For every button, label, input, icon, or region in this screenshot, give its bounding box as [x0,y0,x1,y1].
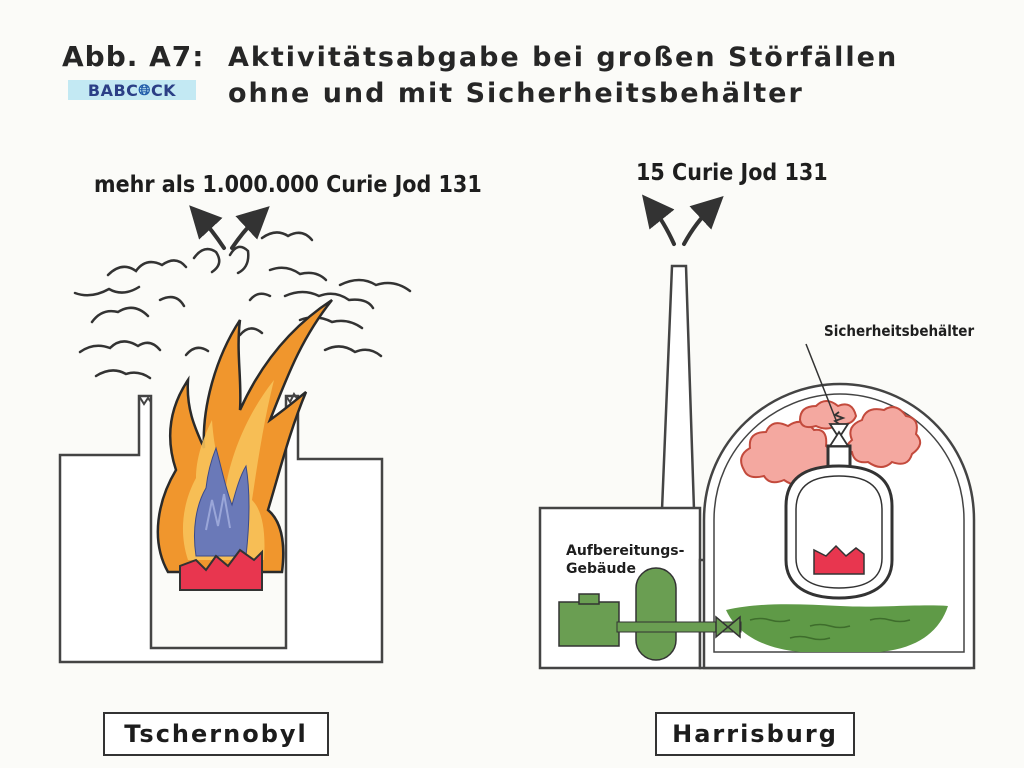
release-amount-left: mehr als 1.000.000 Curie Jod 131 [94,172,482,198]
containment-leader-line [805,343,837,421]
burning-fuel [179,548,263,591]
place-label-harrisburg: Harrisburg [655,712,855,756]
figure-number: Abb. A7: [62,40,205,73]
page-subtitle: ohne und mit Sicherheitsbehälter [228,78,804,109]
reactor-fire [156,298,333,574]
relief-valve-icon [828,411,850,447]
steam-clouds [740,400,922,486]
globe-icon: 🌐︎ [138,81,151,99]
release-amount-right: 15 Curie Jod 131 [636,160,828,186]
chernobyl-reactor-building [58,392,384,664]
chimney [660,264,696,512]
release-arrows-right [642,194,724,246]
logo-text-start: BABC [87,80,139,100]
place-label-tschernobyl: Tschernobyl [103,712,329,756]
page-title: Aktivitätsabgabe bei großen Störfällen [228,42,899,73]
treatment-equipment [558,567,677,661]
release-arrows-left [189,205,270,250]
pipe-valve-icon [715,615,741,639]
babcock-logo: BABC🌐︎CK [68,80,196,100]
auxiliary-building-label: Aufbereitungs- Gebäude [566,543,685,577]
logo-text-end: CK [150,80,177,100]
smoke-clouds [73,231,412,380]
damaged-core [813,544,865,575]
transfer-pipe [616,621,742,633]
containment-label: Sicherheitsbehälter [824,322,975,340]
